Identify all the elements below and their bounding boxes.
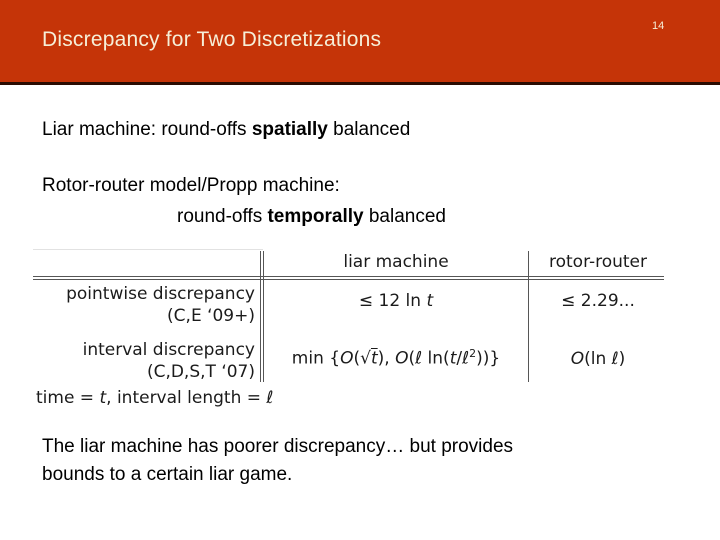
footer-line1: The liar machine has poorer discrepancy…… <box>42 436 514 457</box>
slide-title: Discrepancy for Two Discretizations <box>42 28 382 51</box>
bold-spatially: spatially <box>251 119 328 140</box>
table-row2-label-line1: interval discrepancy <box>82 340 255 360</box>
paragraph-liar-machine: Liar machine: round-offs spatially balan… <box>42 118 410 141</box>
paragraph-liar-machine-pre: Liar machine: round-offs <box>42 119 252 140</box>
paragraph-liar-machine-post: balanced <box>327 119 411 140</box>
table-image-top-edge <box>33 249 263 250</box>
header-band: Discrepancy for Two Discretizations 14 <box>0 0 720 85</box>
table-single-vertical-rule <box>528 251 529 382</box>
table-double-horizontal-rule <box>33 276 664 280</box>
table-row1-liar-machine-cell: ≤ 12 ln t <box>358 291 434 311</box>
table-row2-label: interval discrepancy (C,D,S,T ‘07) <box>33 339 255 383</box>
table-row1-rotor-router-cell: ≤ 2.29... <box>561 291 635 311</box>
table-row2-rotor-router-cell: O(ln ℓ) <box>570 349 626 369</box>
paragraph-rotor-router-line2: round-offs temporally balanced <box>177 205 446 228</box>
table-double-vertical-rule <box>260 251 264 382</box>
paragraph-rotor-router-line2-post: balanced <box>363 206 446 227</box>
page-number: 14 <box>652 20 665 32</box>
footer-paragraph: The liar machine has poorer discrepancy…… <box>42 433 513 489</box>
paragraph-rotor-router-line1: Rotor-router model/Propp machine: <box>42 175 340 196</box>
table-row2-liar-machine-cell: min {O(√t), O(ℓ ln(t/ℓ2))} <box>291 347 501 369</box>
paragraph-rotor-router-line2-pre: round-offs <box>177 206 268 227</box>
table-row1-label-line2: (C,E ‘09+) <box>167 306 255 326</box>
table-col-header-rotor-router: rotor-router <box>548 252 648 272</box>
table-col-header-liar-machine: liar machine <box>343 252 449 272</box>
table-row2-label-line2: (C,D,S,T ‘07) <box>146 362 255 382</box>
bold-temporally: temporally <box>267 206 364 227</box>
table-row1-label: pointwise discrepancy (C,E ‘09+) <box>33 283 255 327</box>
table-caption: time = t, interval length = ℓ <box>36 388 274 408</box>
footer-line2: bounds to a certain liar game. <box>42 464 293 485</box>
table-row1-label-line1: pointwise discrepancy <box>66 284 255 304</box>
